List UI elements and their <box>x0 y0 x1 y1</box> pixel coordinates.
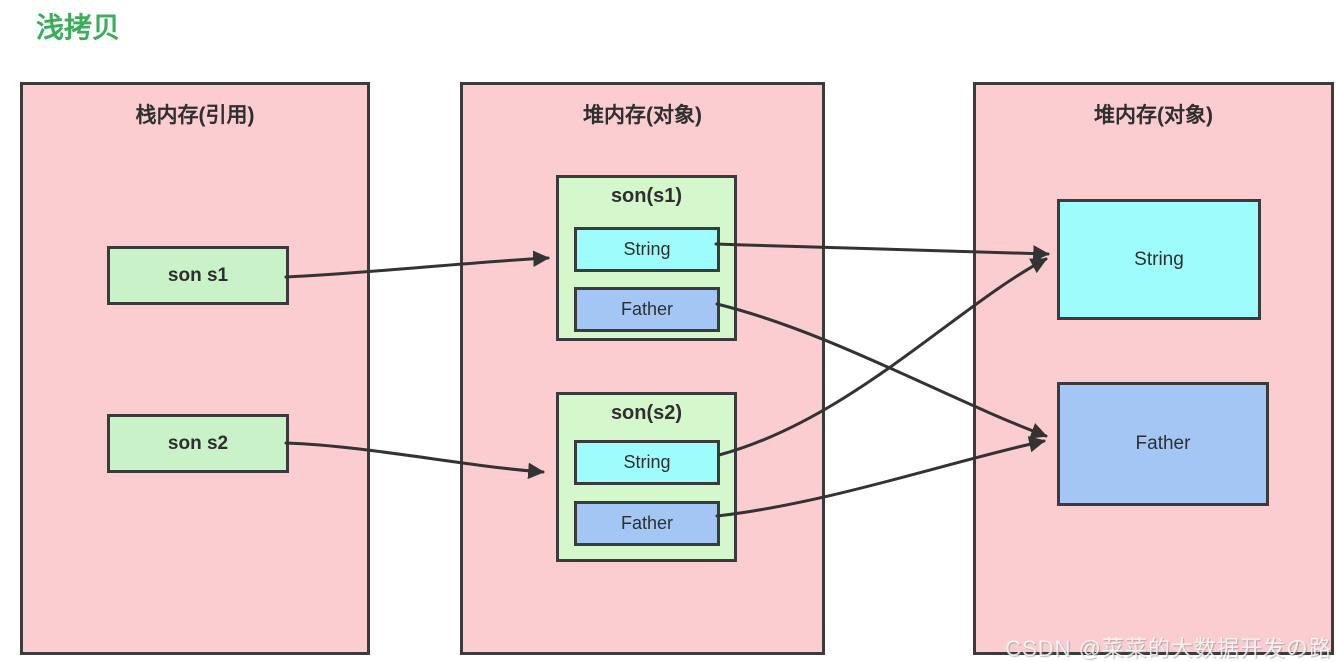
diagram-title: 浅拷贝 <box>36 12 121 43</box>
object-son-s2: son(s2) String Father <box>556 392 737 562</box>
heap-string-label: String <box>1134 248 1184 270</box>
ref-box-son-s2: son s2 <box>107 414 289 473</box>
object-son-s2-title: son(s2) <box>610 402 683 424</box>
heap-father-label: Father <box>1135 433 1191 454</box>
object-son-s1: son(s1) String Father <box>556 175 737 341</box>
ref-son-s2-label: son s2 <box>167 432 229 454</box>
ref-box-son-s1: son s1 <box>107 246 289 305</box>
field-label: String <box>623 452 671 472</box>
field-label: Father <box>620 299 674 319</box>
object-son-s1-title: son(s1) <box>610 185 683 207</box>
field-label: Father <box>620 513 674 533</box>
panel-stack-title: 栈内存(引用) <box>135 104 255 127</box>
panel-heap-shared-title: 堆内存(对象) <box>1094 104 1213 127</box>
panel-heap-objects: 堆内存(对象) son(s1) String Father son(s2) St… <box>460 82 825 655</box>
object-son-s1-field-father: Father <box>574 287 720 332</box>
ref-son-s1-label: son s1 <box>167 264 229 286</box>
heap-father-object: Father <box>1057 382 1269 506</box>
watermark: CSDN @菜菜的大数据开发の路 <box>1005 636 1332 661</box>
object-son-s2-field-string: String <box>574 440 720 485</box>
panel-heap-shared-objects: 堆内存(对象) String Father <box>973 82 1334 655</box>
object-son-s2-field-father: Father <box>574 501 720 546</box>
heap-string-object: String <box>1057 199 1261 320</box>
panel-heap-objects-title: 堆内存(对象) <box>583 104 702 127</box>
panel-stack-memory: 栈内存(引用) son s1 son s2 <box>20 82 370 655</box>
object-son-s1-field-string: String <box>574 227 720 272</box>
field-label: String <box>623 239 671 259</box>
